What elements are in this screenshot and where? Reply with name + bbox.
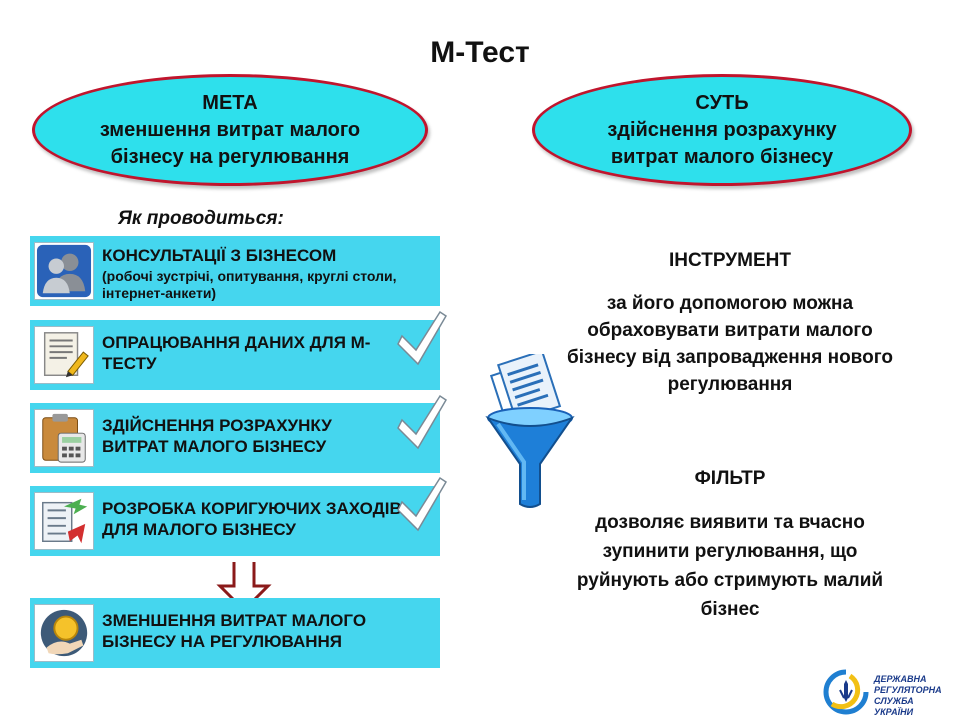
- step-calculation: ЗДІЙСНЕННЯ РОЗРАХУНКУ ВИТРАТ МАЛОГО БІЗН…: [30, 403, 440, 473]
- step-title: ЗДІЙСНЕННЯ РОЗРАХУНКУ ВИТРАТ МАЛОГО БІЗН…: [102, 416, 332, 456]
- checkmark-icon: [397, 310, 448, 366]
- document-pencil-icon: [34, 326, 94, 384]
- step-corrective-measures: РОЗРОБКА КОРИГУЮЧИХ ЗАХОДІВ ДЛЯ МАЛОГО Б…: [30, 486, 440, 556]
- how-label: Як проводиться:: [118, 208, 284, 229]
- filter-heading: ФІЛЬТР: [694, 468, 766, 489]
- page-title: М-Тест: [430, 36, 530, 69]
- instrument-heading: ІНСТРУМЕНТ: [669, 250, 791, 271]
- goal-heading: МЕТА: [202, 91, 258, 114]
- coin-hand-icon: [34, 604, 94, 662]
- filter-text: дозволяє виявити та вчасно зупинити регу…: [576, 512, 884, 620]
- step-title: КОНСУЛЬТАЦІЇ З БІЗНЕСОМ: [102, 246, 337, 265]
- logo-line3: СЛУЖБА УКРАЇНИ: [874, 696, 914, 717]
- step-subtitle: (робочі зустрічі, опитування, круглі сто…: [102, 268, 397, 301]
- goal-oval: МЕТА зменшення витрат малого бізнесу на …: [32, 74, 428, 186]
- users-icon: [34, 242, 94, 300]
- step-data-processing: ОПРАЦЮВАННЯ ДАНИХ ДЛЯ М-ТЕСТУ: [30, 320, 440, 390]
- instrument-text: за його допомогою можна обраховувати вит…: [567, 293, 893, 395]
- goal-text: зменшення витрат малого бізнесу на регул…: [99, 118, 361, 168]
- checklist-arrows-icon: [34, 492, 94, 550]
- step-title: РОЗРОБКА КОРИГУЮЧИХ ЗАХОДІВ ДЛЯ МАЛОГО Б…: [102, 499, 402, 539]
- essence-heading: СУТЬ: [695, 91, 749, 114]
- funnel-document-icon: [485, 354, 575, 508]
- step-consultations: КОНСУЛЬТАЦІЇ З БІЗНЕСОМ (робочі зустрічі…: [30, 236, 440, 306]
- logo-line2: РЕГУЛЯТОРНА: [874, 685, 942, 695]
- result-band: ЗМЕНШЕННЯ ВИТРАТ МАЛОГО БІЗНЕСУ НА РЕГУЛ…: [30, 598, 440, 668]
- essence-text: здійснення розрахунку витрат малого бізн…: [607, 118, 837, 168]
- checkmark-icon: [397, 476, 448, 532]
- regulatory-service-logo: ДЕРЖАВНА РЕГУЛЯТОРНА СЛУЖБА УКРАЇНИ: [822, 668, 952, 717]
- logo-line1: ДЕРЖАВНА: [874, 674, 927, 684]
- calculator-clipboard-icon: [34, 409, 94, 467]
- essence-oval: СУТЬ здійснення розрахунку витрат малого…: [532, 74, 912, 186]
- result-title: ЗМЕНШЕННЯ ВИТРАТ МАЛОГО БІЗНЕСУ НА РЕГУЛ…: [102, 611, 367, 651]
- checkmark-icon: [397, 394, 448, 450]
- emblem-icon: [823, 669, 869, 715]
- step-title: ОПРАЦЮВАННЯ ДАНИХ ДЛЯ М-ТЕСТУ: [102, 333, 371, 373]
